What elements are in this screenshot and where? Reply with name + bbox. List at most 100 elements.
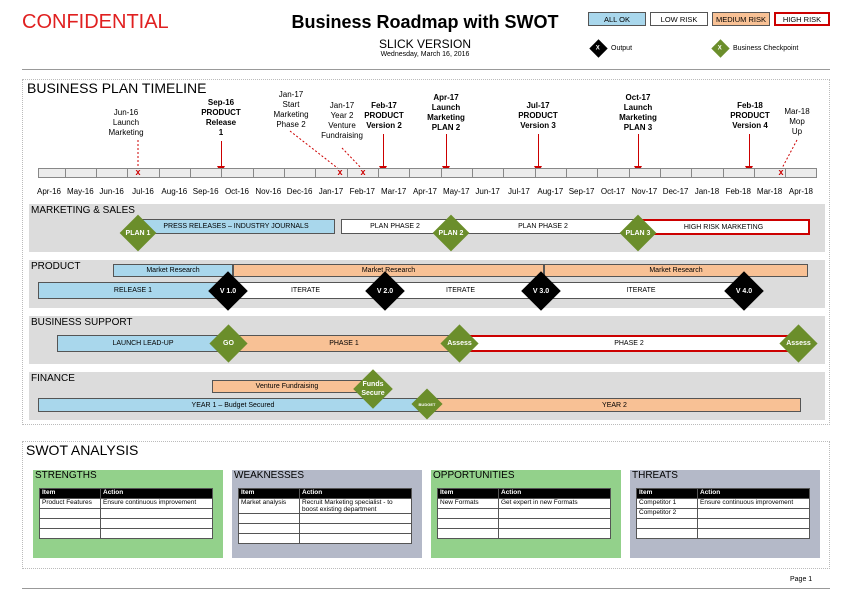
diamond-plan-3: PLAN 3	[619, 214, 657, 252]
legend-medium-risk: MEDIUM RISK	[712, 12, 770, 26]
axis-tick	[377, 168, 379, 178]
milestone-line	[221, 141, 222, 168]
bar-phase-1: PHASE 1	[229, 335, 459, 352]
swot-action-cell: Ensure continuous improvement	[697, 498, 810, 509]
bar-high-risk-marketing: HIGH RISK MARKETING	[637, 219, 810, 235]
swot-quadrant-title: THREATS	[632, 470, 678, 481]
lane-label-support: BUSINESS SUPPORT	[31, 317, 133, 328]
axis-tick	[346, 168, 348, 178]
table-row	[39, 508, 213, 519]
milestone-line	[638, 134, 639, 168]
month-label: Jan-18	[694, 187, 720, 196]
page-subtitle: SLICK VERSION	[378, 37, 472, 51]
table-row	[437, 518, 611, 529]
axis-tick	[471, 168, 473, 178]
diamond-v2: V 2.0	[365, 271, 405, 311]
swot-action-cell	[299, 533, 412, 544]
axis-tick	[95, 168, 97, 178]
swot-action-cell: Recruit Marketing specialist - to boost …	[299, 498, 412, 514]
timeline-section	[22, 79, 830, 425]
swot-quadrant-title: OPPORTUNITIES	[433, 470, 515, 481]
swot-item-cell: New Formats	[437, 498, 499, 509]
diamond-go: GO	[209, 324, 248, 363]
axis-tick	[315, 168, 317, 178]
month-label: Apr-18	[788, 187, 813, 196]
month-label: Oct-16	[224, 187, 249, 196]
milestone-x-icon: x	[360, 167, 366, 177]
swot-col-item: Item	[636, 488, 698, 499]
bar-release-1: RELEASE 1	[38, 282, 228, 299]
swot-item-cell	[39, 528, 101, 539]
swot-action-cell	[299, 523, 412, 534]
bar-phase-2: PHASE 2	[459, 335, 799, 352]
swot-action-cell	[299, 513, 412, 524]
table-row	[39, 518, 213, 529]
month-label: Aug-17	[537, 187, 564, 196]
swot-quadrant-title: WEAKNESSES	[234, 470, 305, 481]
milestone-line	[538, 134, 539, 168]
axis-tick	[158, 168, 160, 178]
swot-action-cell	[100, 518, 213, 529]
bar-iterate: ITERATE	[538, 282, 744, 299]
month-label: Apr-17	[412, 187, 437, 196]
timeline-axis	[38, 168, 817, 178]
swot-action-cell	[498, 508, 611, 519]
table-row	[437, 528, 611, 539]
swot-item-cell	[636, 528, 698, 539]
swot-col-action: Action	[697, 488, 810, 499]
axis-tick	[221, 168, 223, 178]
month-label: Sep-16	[192, 187, 219, 196]
bar-plan-phase-2: PLAN PHASE 2	[449, 219, 637, 234]
lane-label-marketing: MARKETING & SALES	[31, 205, 135, 216]
month-label: Jul-17	[508, 187, 530, 196]
axis-tick	[628, 168, 630, 178]
timeline-title: BUSINESS PLAN TIMELINE	[27, 80, 207, 96]
month-label: Dec-16	[286, 187, 313, 196]
swot-item-cell	[39, 518, 101, 529]
table-row	[238, 513, 412, 524]
table-row	[437, 508, 611, 519]
axis-tick	[691, 168, 693, 178]
month-label: Jul-16	[132, 187, 154, 196]
axis-tick	[283, 168, 285, 178]
swot-title: SWOT ANALYSIS	[26, 442, 139, 458]
bar-venture-fundraising: Venture Fundraising	[212, 380, 362, 393]
page-date: Wednesday, March 16, 2016	[380, 51, 470, 58]
axis-tick	[597, 168, 599, 178]
milestone-line	[749, 134, 750, 168]
bar-year-2: YEAR 2	[428, 398, 801, 412]
diamond-assess: Assess	[779, 324, 818, 363]
swot-item-cell: Competitor 2	[636, 508, 698, 519]
axis-tick	[127, 168, 129, 178]
axis-tick	[659, 168, 661, 178]
table-row	[238, 523, 412, 534]
swot-col-item: Item	[238, 488, 300, 499]
swot-col-item: Item	[39, 488, 101, 499]
milestone-x-icon: x	[337, 167, 343, 177]
swot-action-cell	[100, 528, 213, 539]
axis-tick	[534, 168, 536, 178]
swot-item-cell: Competitor 1	[636, 498, 698, 509]
swot-item-cell	[437, 508, 499, 519]
swot-item-cell	[437, 528, 499, 539]
swot-item-cell	[238, 533, 300, 544]
axis-tick	[503, 168, 505, 178]
diamond-assess: Assess	[440, 324, 479, 363]
axis-tick	[753, 168, 755, 178]
milestone-line	[446, 134, 447, 168]
diamond-plan-1: PLAN 1	[119, 214, 157, 252]
